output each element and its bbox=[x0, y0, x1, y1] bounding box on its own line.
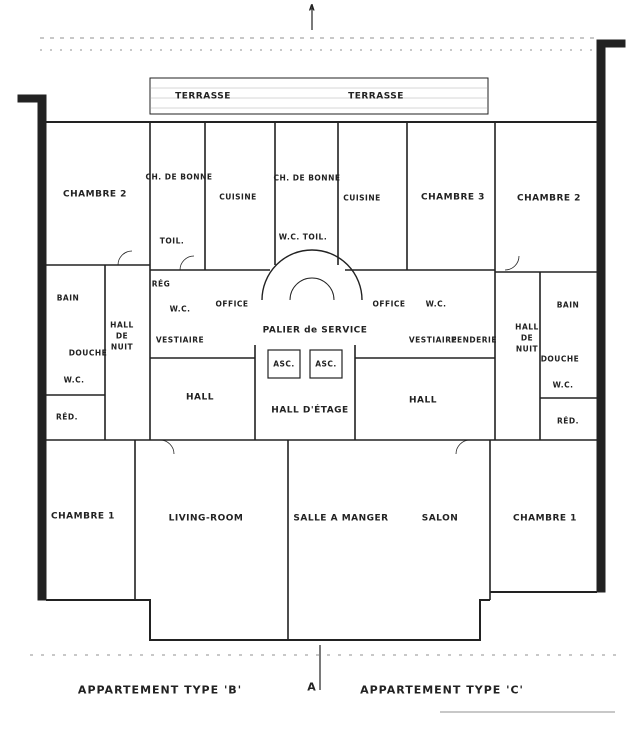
room-wc-service-left: W.C. bbox=[169, 304, 191, 314]
right-wall-stub bbox=[596, 39, 626, 48]
room-chambre1-right: CHAMBRE 1 bbox=[513, 513, 577, 524]
room-cuisine-right: CUISINE bbox=[343, 193, 381, 203]
bay-window-left bbox=[135, 599, 288, 641]
caption-type-c: APPARTEMENT TYPE 'C' bbox=[360, 683, 524, 697]
room-douche-right: DOUCHE bbox=[540, 354, 580, 364]
room-vestiaire-right: VESTIAIRE bbox=[408, 335, 458, 345]
room-asc-2: ASC. bbox=[315, 359, 337, 369]
room-reg-left: RÉG bbox=[151, 279, 171, 289]
room-wc-right: W.C. bbox=[552, 380, 574, 390]
room-red-left: RÉD. bbox=[56, 412, 78, 422]
room-hall-nuit-right: HALL DE NUIT bbox=[515, 322, 539, 354]
room-salle-a-manger: SALLE A MANGER bbox=[293, 513, 389, 524]
elevator-2 bbox=[309, 349, 343, 379]
room-bain-left: BAIN bbox=[56, 293, 80, 303]
room-palier-service: PALIER de SERVICE bbox=[262, 325, 368, 336]
room-hall-nuit-left: HALL DE NUIT bbox=[110, 320, 134, 352]
left-wall-stub bbox=[17, 94, 47, 103]
room-wc-toil-right: W.C. TOIL. bbox=[278, 232, 328, 242]
left-wall bbox=[37, 94, 47, 601]
room-asc-1: ASC. bbox=[273, 359, 295, 369]
room-vestiaire-left: VESTIAIRE bbox=[155, 335, 205, 345]
room-chambre2-right: CHAMBRE 2 bbox=[517, 193, 581, 204]
room-chambre3: CHAMBRE 3 bbox=[421, 192, 485, 203]
room-toil-left: TOIL. bbox=[159, 236, 185, 246]
elevator-1 bbox=[267, 349, 301, 379]
room-red-right: RÉD. bbox=[557, 416, 579, 426]
room-wc-service-right: W.C. bbox=[425, 299, 447, 309]
service-stair bbox=[261, 249, 363, 301]
room-office-right: OFFICE bbox=[372, 299, 406, 309]
room-chambre1-left: CHAMBRE 1 bbox=[51, 511, 115, 522]
room-hall-etage: HALL D'ÉTAGE bbox=[271, 405, 349, 416]
room-ch-bonne-left: CH. DE BONNE bbox=[145, 172, 213, 182]
room-terrasse-left: TERRASSE bbox=[175, 91, 231, 102]
room-wc-left: W.C. bbox=[63, 375, 85, 385]
room-hall-right: HALL bbox=[409, 395, 437, 406]
room-cuisine-left: CUISINE bbox=[219, 192, 257, 202]
room-bain-right: BAIN bbox=[556, 300, 580, 310]
section-marker-bottom: A bbox=[307, 680, 317, 694]
room-terrasse-right: TERRASSE bbox=[348, 91, 404, 102]
section-marker-top: A bbox=[308, 3, 316, 13]
right-wall bbox=[596, 43, 606, 593]
bay-window-right bbox=[288, 599, 490, 641]
room-chambre2-left: CHAMBRE 2 bbox=[63, 189, 127, 200]
room-salon: SALON bbox=[421, 513, 459, 524]
room-penderie: PENDERIE bbox=[451, 335, 497, 345]
room-living-room: LIVING-ROOM bbox=[168, 513, 244, 524]
room-office-left: OFFICE bbox=[215, 299, 249, 309]
room-ch-bonne-right: CH. DE BONNE bbox=[273, 173, 341, 183]
terrasse bbox=[149, 77, 489, 115]
caption-type-b: APPARTEMENT TYPE 'B' bbox=[77, 683, 243, 697]
room-hall-left: HALL bbox=[186, 392, 214, 403]
room-douche-left: DOUCHE bbox=[68, 348, 108, 358]
